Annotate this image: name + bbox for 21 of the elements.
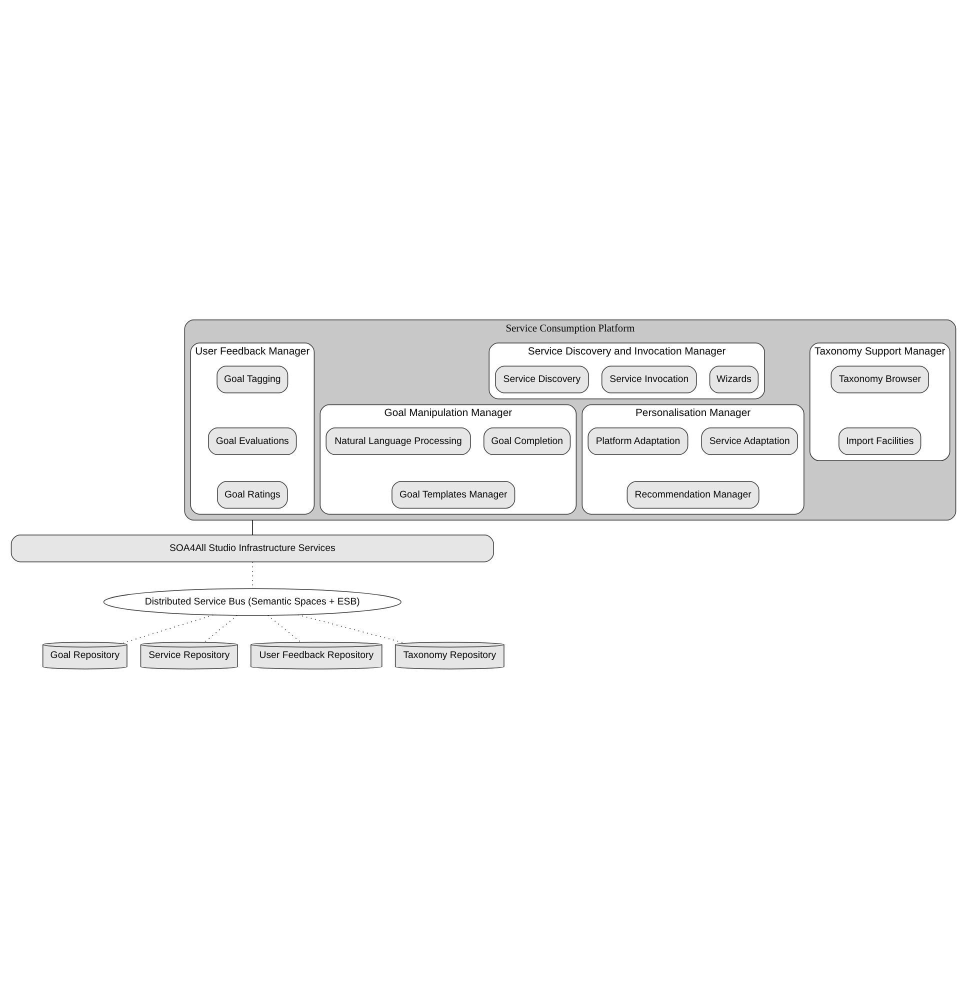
node-box: Recommendation Manager <box>626 481 760 509</box>
node-box: Import Facilities <box>838 427 922 456</box>
node-box: Service Invocation <box>602 366 697 394</box>
node-box: Platform Adaptation <box>588 427 688 456</box>
node-box: SOA4All Studio Infrastructure Services <box>10 534 494 562</box>
node-box: Wizards <box>709 366 759 394</box>
connector <box>298 614 404 644</box>
node-box: Goal Ratings <box>217 481 288 509</box>
connector <box>204 615 238 643</box>
node-box: Goal Templates Manager <box>392 481 516 509</box>
node-box: Goal Evaluations <box>208 427 297 456</box>
connector <box>252 520 253 536</box>
connector <box>122 614 214 644</box>
node-box: Goal Completion <box>484 427 571 456</box>
connector <box>268 615 302 643</box>
node-box: Service Adaptation <box>701 427 798 456</box>
node-box: Taxonomy Browser <box>830 366 929 394</box>
node-box: Goal Tagging <box>216 366 288 394</box>
node-ellipse: Distributed Service Bus (Semantic Spaces + ESB) <box>103 588 402 616</box>
node-box: Service Discovery <box>495 366 589 394</box>
node-box: Natural Language Processing <box>326 427 471 456</box>
